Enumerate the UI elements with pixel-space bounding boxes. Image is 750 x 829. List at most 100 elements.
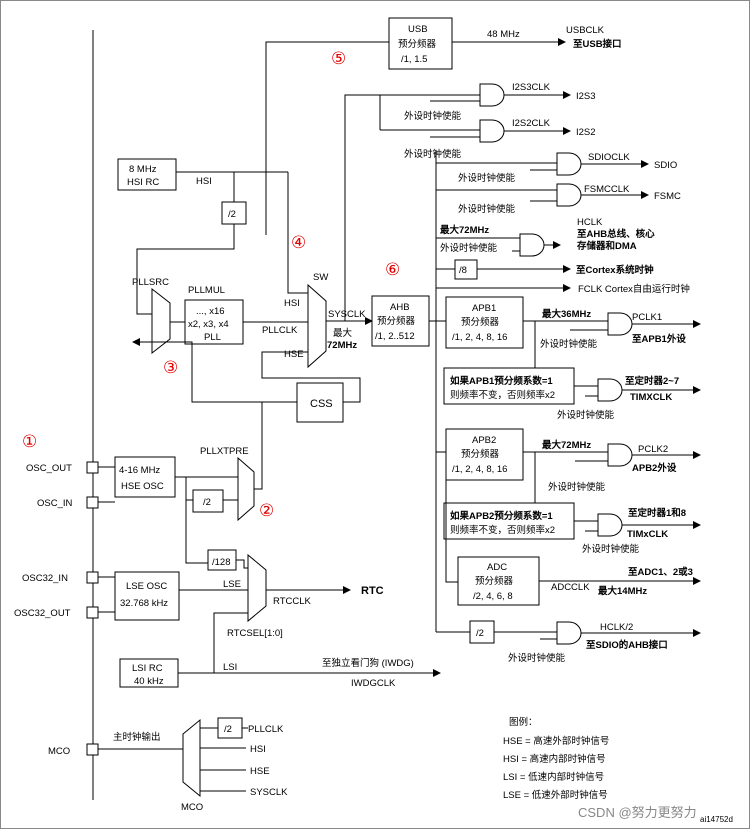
lsi-line2: 40 kHz xyxy=(134,676,164,687)
i2s2-enable: 外设时钟使能 xyxy=(404,148,462,160)
hclk2-gate xyxy=(556,621,582,645)
adc-line2: 预分频器 xyxy=(475,575,514,587)
pll-line3: PLL xyxy=(204,332,221,343)
hclk-enable: 外设时钟使能 xyxy=(440,242,498,254)
pllsrc-mux xyxy=(151,287,171,355)
apb2-line1: APB2 xyxy=(472,435,496,446)
lsi-line1: LSI RC xyxy=(132,663,163,674)
pclk1-label: PCLK1 xyxy=(632,312,662,323)
apb2-line3: /1, 2, 4, 8, 16 xyxy=(452,464,507,475)
hsi-label: HSI xyxy=(196,176,212,187)
osc-in-pin xyxy=(86,496,99,509)
cortex-systick: 至Cortex系统时钟 xyxy=(576,264,654,276)
hse-line2: HSE OSC xyxy=(121,481,164,492)
div128: /128 xyxy=(212,557,231,568)
rtcclk-label: RTCCLK xyxy=(273,596,311,607)
i2s2-gate xyxy=(479,119,505,143)
sw-hsi: HSI xyxy=(284,298,300,309)
iwdg-dest: 至独立看门狗 (IWDG) xyxy=(322,657,414,669)
apb2-note1: 如果APB2预分频系数=1 xyxy=(450,510,553,522)
pllxtpre-label: PLLXTPRE xyxy=(200,446,249,457)
usb-freq: 48 MHz xyxy=(487,29,520,40)
usb-line1: USB xyxy=(408,24,428,35)
lsi-rc-box xyxy=(119,658,179,688)
usb-line2: 预分频器 xyxy=(398,38,437,50)
hclk2-dest: 至SDIO的AHB接口 xyxy=(586,639,668,651)
apb2-note2: 则频率不变，否则频率x2 xyxy=(450,524,555,536)
hsi-div2: /2 xyxy=(228,209,236,220)
legend-title: 图例： xyxy=(509,716,538,728)
css-label: CSS xyxy=(310,398,333,410)
apb1-timer-note-box xyxy=(443,367,575,405)
pclk2-gate xyxy=(607,443,633,467)
marker-6: ⑥ xyxy=(385,260,400,279)
pll-line1: ..., x16 xyxy=(196,306,225,317)
sdio-gate xyxy=(556,152,582,176)
apb2-enable: 外设时钟使能 xyxy=(548,481,606,493)
usb-prescaler-box xyxy=(388,17,453,70)
mco-sysclk: SYSCLK xyxy=(250,787,288,798)
sysclk-label: SYSCLK xyxy=(328,309,366,320)
rtc-label: RTC xyxy=(361,585,384,597)
ahb-line2: 预分频器 xyxy=(377,315,416,327)
sdio-enable: 外设时钟使能 xyxy=(458,172,516,184)
apb1-dest: 至APB1外设 xyxy=(632,333,686,345)
adc-line1: ADC xyxy=(487,562,507,573)
hse-div2: /2 xyxy=(203,497,211,508)
sysclk-max2: 72MHz xyxy=(327,340,357,351)
marker-1: ① xyxy=(22,432,37,451)
sw-label: SW xyxy=(313,272,328,283)
sdio-out: SDIO xyxy=(654,160,677,171)
mco-mux xyxy=(182,718,201,798)
rtcsel-label: RTCSEL[1:0] xyxy=(227,628,283,639)
apb1-line2: 预分频器 xyxy=(461,316,500,328)
fsmcclk-label: FSMCCLK xyxy=(584,184,630,195)
pclk1-gate xyxy=(607,312,633,336)
apb2-timer-enable: 外设时钟使能 xyxy=(582,543,640,555)
osc-out-pin xyxy=(86,461,99,474)
apb1-line1: APB1 xyxy=(472,303,496,314)
mco-div2: /2 xyxy=(224,724,232,735)
hclk-dest1: 至AHB总线、核心 xyxy=(577,228,655,240)
apb2-tim2: TIMxCLK xyxy=(627,529,668,540)
figure-code: ai14752d xyxy=(700,815,733,824)
hclk-dest2: 存储器和DMA xyxy=(576,240,637,252)
pllclk-label: PLLCLK xyxy=(262,325,298,336)
apb1-note1: 如果APB1预分频系数=1 xyxy=(450,375,553,387)
osc-out-label: OSC_OUT xyxy=(26,463,72,474)
fsmc-out: FSMC xyxy=(654,191,681,202)
adc-line3: /2, 4, 6, 8 xyxy=(473,591,513,602)
legend-lse: LSE = 低速外部时钟信号 xyxy=(503,789,608,801)
fsmc-gate xyxy=(556,183,582,207)
ahb-line1: AHB xyxy=(390,302,410,313)
apb2-line2: 预分频器 xyxy=(461,448,500,460)
i2s2-out: I2S2 xyxy=(576,127,596,138)
hse-div2-box xyxy=(192,489,224,513)
marker-4: ④ xyxy=(291,233,306,252)
legend-hsi: HSI = 高速内部时钟信号 xyxy=(503,753,606,765)
hsi-line1: 8 MHz xyxy=(129,164,157,175)
osc32-in-pin xyxy=(86,571,99,584)
ahb-line3: /1, 2..512 xyxy=(375,331,415,342)
apb1-line3: /1, 2, 4, 8, 16 xyxy=(452,332,507,343)
apb2-timer-note-box xyxy=(443,502,575,540)
mco-hse: HSE xyxy=(250,766,270,777)
marker-5: ⑤ xyxy=(331,49,346,68)
lse-osc-box xyxy=(114,571,180,621)
adcclk-label: ADCCLK xyxy=(551,582,590,593)
hse-line1: 4-16 MHz xyxy=(119,465,160,476)
pllmul-label: PLLMUL xyxy=(188,285,225,296)
apb1-tim2: TIMXCLK xyxy=(630,392,672,403)
iwdgclk-label: IWDGCLK xyxy=(351,678,396,689)
lse-label: LSE xyxy=(223,579,241,590)
adc-prescaler-box xyxy=(457,556,540,606)
hclk2-enable: 外设时钟使能 xyxy=(508,652,566,664)
hclk2-label: HCLK/2 xyxy=(600,622,633,633)
hclk-max72: 最大72MHz xyxy=(440,224,489,236)
timx-gate xyxy=(597,378,623,402)
cortex-div8: /8 xyxy=(459,265,467,276)
apb1-prescaler-box xyxy=(445,296,524,349)
osc32-out-label: OSC32_OUT xyxy=(14,608,71,619)
pclk2-label: PCLK2 xyxy=(638,444,668,455)
